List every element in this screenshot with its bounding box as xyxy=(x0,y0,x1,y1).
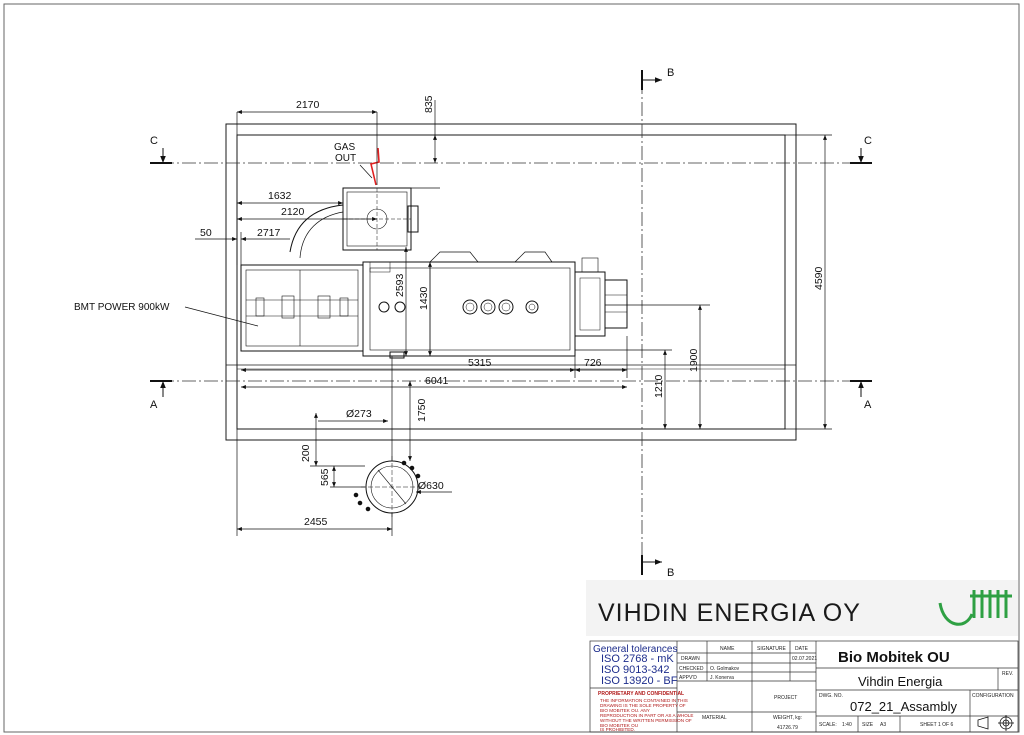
row-drawn-role: DRAWN xyxy=(681,656,700,662)
dim-5315: 5315 xyxy=(468,357,492,369)
proprietary-line-4: REPRODUCTION IN PART OR AS A WHOLE xyxy=(600,713,693,718)
center-lines xyxy=(160,80,862,565)
dim-2170: 2170 xyxy=(296,99,320,111)
section-label-a-right: A xyxy=(864,399,872,411)
tolerance-iso-2768: ISO 2768 - mK xyxy=(601,653,674,665)
gas-outlet-box xyxy=(289,187,419,259)
size-value: A3 xyxy=(880,722,886,728)
dim-1750: 1750 xyxy=(416,398,428,422)
engine-body xyxy=(362,251,576,359)
dim-1900: 1900 xyxy=(688,348,700,372)
row-drawn-date: 02.07.2021 xyxy=(792,656,817,662)
client-name: Vihdin Energia xyxy=(858,674,943,689)
row-checked-name: O. Golmakov xyxy=(710,666,740,672)
header-name: NAME xyxy=(720,646,735,652)
proprietary-line-2: DRAWING IS THE SOLE PROPERTY OF xyxy=(600,703,686,708)
container-outline xyxy=(225,123,797,441)
weight-value: 41726.79 xyxy=(777,725,798,731)
header-signature: SIGNATURE xyxy=(757,646,786,652)
dimension-lines xyxy=(184,100,832,536)
project-label: PROJECT xyxy=(774,695,797,701)
dim-565: 565 xyxy=(319,468,331,486)
gas-out-label-line1: GAS xyxy=(334,142,355,153)
header-date: DATE xyxy=(795,646,809,652)
size-label: SIZE xyxy=(862,722,874,728)
dim-630: Ø630 xyxy=(418,480,444,492)
row-approved-role: APPV'D xyxy=(679,675,697,681)
configuration-label: CONFIGURATION xyxy=(972,693,1014,699)
company-logo: VIHDIN ENERGIA OY xyxy=(598,599,861,627)
drawing-number: 072_21_Assambly xyxy=(850,699,957,714)
company-name: Bio Mobitek OU xyxy=(838,649,950,666)
gas-out-label-line2: OUT xyxy=(335,153,356,164)
pipe-logo-icon xyxy=(938,590,1012,626)
section-marker-a-left: A xyxy=(150,380,172,411)
gas-out-arrow-icon xyxy=(370,147,380,186)
dwg-no-label: DWG. NO. xyxy=(819,693,843,699)
scale-value: 1:40 xyxy=(842,722,852,728)
material-label: MATERIAL xyxy=(702,715,727,721)
tolerance-iso-13920: ISO 13920 - BF xyxy=(601,675,678,687)
dim-4590: 4590 xyxy=(813,266,825,290)
sheet-label: SHEET 1 OF 6 xyxy=(920,722,953,728)
dim-1430: 1430 xyxy=(418,286,430,310)
row-checked-role: CHECKED xyxy=(679,666,704,672)
dim-1632: 1632 xyxy=(268,190,292,202)
dim-1210: 1210 xyxy=(653,374,665,398)
proprietary-line-6: BIO MOBITEK OU xyxy=(600,723,638,728)
dim-200: 200 xyxy=(300,444,312,462)
generator-unit xyxy=(574,257,628,337)
section-marker-b-top: B xyxy=(641,67,674,90)
dim-2593: 2593 xyxy=(394,273,406,297)
section-label-c-right: C xyxy=(864,135,872,147)
third-angle-projection-icon xyxy=(977,715,1014,731)
section-marker-a-right: A xyxy=(850,380,872,411)
dim-726: 726 xyxy=(584,357,602,369)
dim-2455: 2455 xyxy=(304,516,328,528)
section-label-c-left: C xyxy=(150,135,158,147)
rev-label: REV. xyxy=(1002,671,1013,677)
dim-273: Ø273 xyxy=(346,408,372,420)
dim-50: 50 xyxy=(200,227,212,239)
dim-2120: 2120 xyxy=(281,206,305,218)
section-label-b-top: B xyxy=(667,67,674,79)
proprietary-line-7: IS PROHIBITED. xyxy=(600,727,635,732)
brand-band: VIHDIN ENERGIA OY xyxy=(586,580,1018,636)
proprietary-line-5: WITHOUT THE WRITTEN PERMISSION OF xyxy=(600,718,692,723)
section-marker-b-bottom: B xyxy=(641,555,674,579)
scale-label: SCALE: xyxy=(819,722,837,728)
dim-6041: 6041 xyxy=(425,375,449,387)
sheet-border xyxy=(3,3,1020,733)
proprietary-line-1: THE INFORMATION CONTAINED IN THIS xyxy=(600,698,688,703)
tolerance-iso-9013: ISO 9013-342 xyxy=(601,664,670,676)
dim-2717: 2717 xyxy=(257,227,281,239)
section-marker-c-left: C xyxy=(150,135,172,164)
dim-835: 835 xyxy=(423,95,435,113)
bmt-power-label: BMT POWER 900kW xyxy=(74,302,170,313)
section-marker-c-right: C xyxy=(850,135,872,164)
row-approved-name: J. Konerva xyxy=(710,675,734,681)
proprietary-line-3: BIO MOBITEK OU. ANY xyxy=(600,708,650,713)
section-label-b-bottom: B xyxy=(667,567,674,579)
engine-frame xyxy=(240,264,364,352)
title-block xyxy=(589,640,1019,733)
tolerances-heading: General tolerances xyxy=(593,644,678,655)
weight-label: WEIGHT, kg: xyxy=(773,715,802,721)
proprietary-heading: PROPRIETARY AND CONFIDENTIAL xyxy=(598,691,684,697)
section-label-a-left: A xyxy=(150,399,158,411)
